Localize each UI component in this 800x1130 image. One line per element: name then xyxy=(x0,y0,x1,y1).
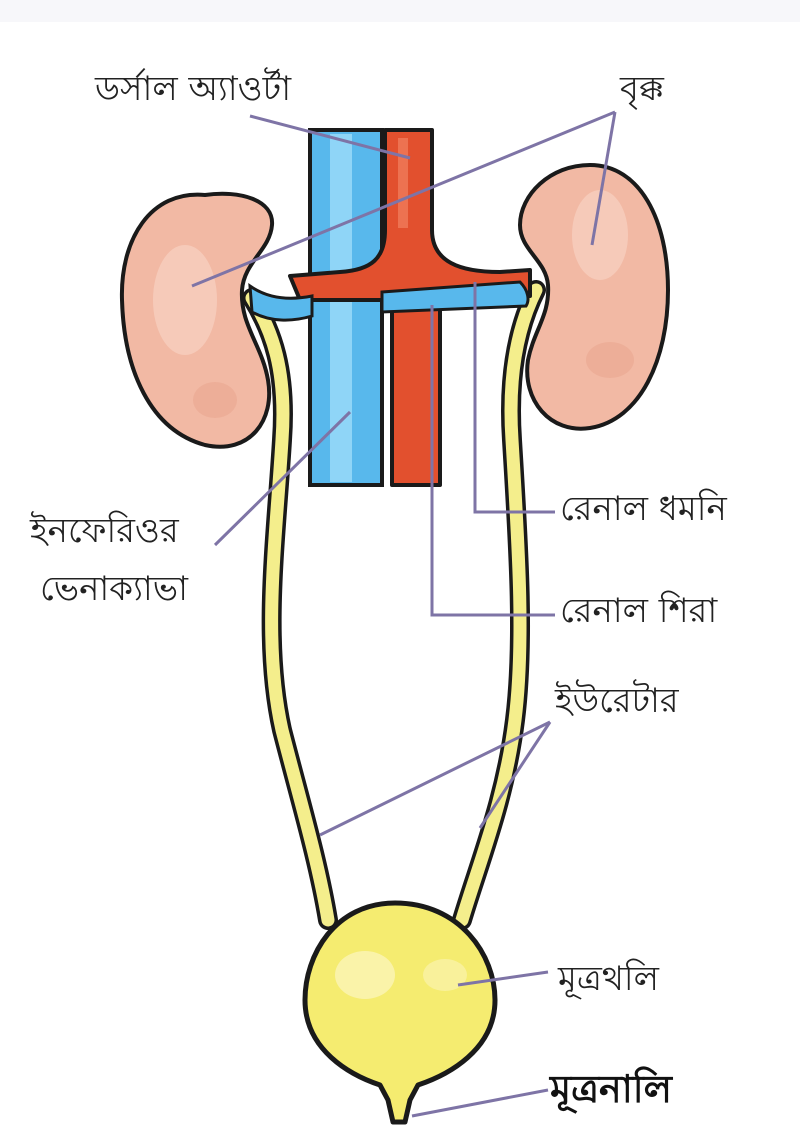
label-urethra: মূত্রনালি xyxy=(548,1066,674,1114)
leader-ureter-right xyxy=(478,721,552,829)
leader-ureter-left xyxy=(319,720,551,837)
left-ureter xyxy=(242,288,338,930)
label-dorsal-aorta: ডর্সাল অ্যাওর্টা xyxy=(94,67,292,109)
leader-renal-artery xyxy=(473,282,555,514)
leader-kidney-right xyxy=(590,111,617,246)
leader-urethra xyxy=(411,1088,549,1118)
label-renal-vein: রেনাল শিরা xyxy=(560,591,718,631)
left-renal-vein xyxy=(248,282,314,322)
label-kidney: বৃক্ক xyxy=(619,69,665,110)
leader-kidney-left xyxy=(191,110,616,288)
label-ureter: ইউরেটার xyxy=(554,679,680,721)
leader-dorsal-aorta xyxy=(249,114,411,160)
label-inferior-vena-cava-line2: ভেনাক্যাভা xyxy=(40,569,189,609)
leader-inferior-vena-cava xyxy=(213,410,352,547)
label-renal-artery: রেনাল ধমনি xyxy=(560,489,727,529)
leader-lines xyxy=(191,110,617,1118)
leader-renal-vein xyxy=(430,305,555,617)
right-kidney xyxy=(517,162,671,431)
leader-urinary-bladder xyxy=(457,970,549,987)
inferior-vena-cava xyxy=(308,128,384,487)
left-kidney xyxy=(119,191,275,449)
label-inferior-vena-cava-line1: ইনফেরিওর xyxy=(29,511,180,551)
right-renal-vein xyxy=(380,280,530,314)
urinary-bladder xyxy=(302,900,498,1125)
label-urinary-bladder: মূত্রথলি xyxy=(557,959,660,1000)
top-band xyxy=(0,0,800,22)
right-ureter xyxy=(452,280,546,930)
